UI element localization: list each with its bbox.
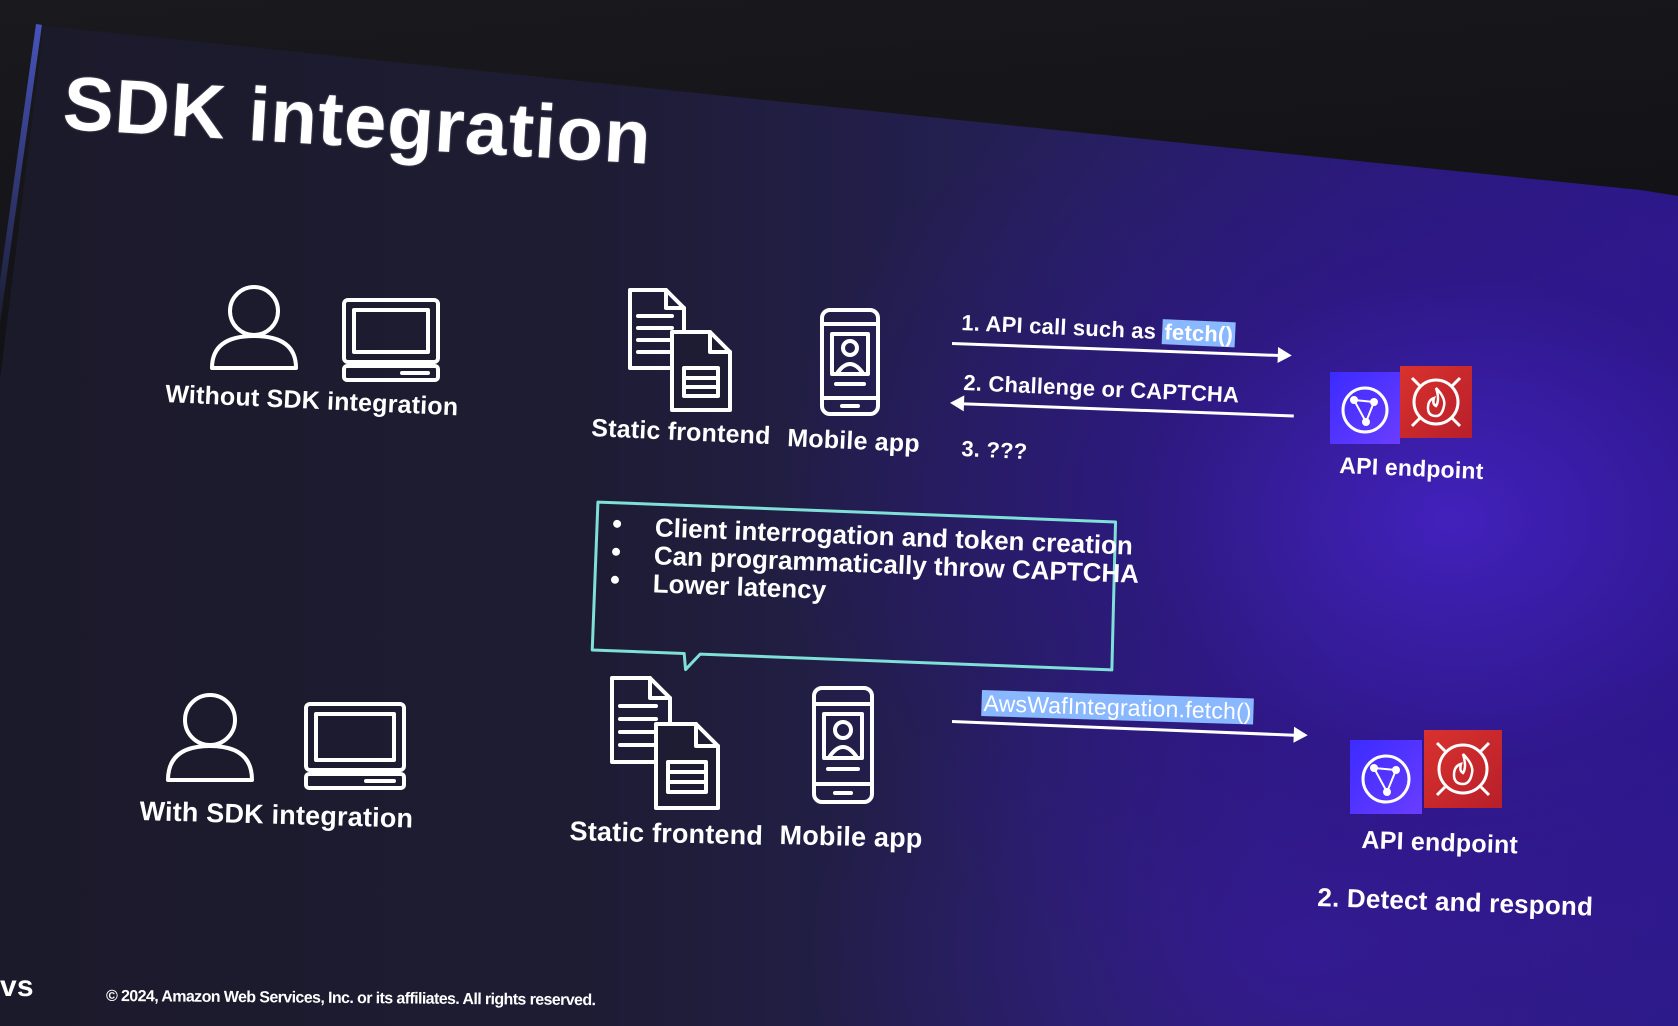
fetch-code: fetch() [1161,319,1236,348]
mobile-phone-icon [810,684,876,808]
aws-logo: vs [0,970,34,1003]
laptop-icon [302,700,410,794]
step3-label: 3. ??? [960,436,1028,464]
cloudfront-icon [1330,372,1400,444]
documents-icon [626,286,738,412]
static-frontend-label: Static frontend [569,816,764,851]
waf-firewall-icon [1400,366,1472,438]
user-icon [164,692,260,786]
user-icon [208,284,304,374]
mobile-app-label: Mobile app [779,820,923,854]
bullet-text: Lower latency [652,568,827,605]
waf-firewall-icon [1424,730,1502,808]
laptop-icon [340,296,444,386]
cloudfront-icon [1350,740,1422,814]
mobile-app-label: Mobile app [786,424,921,458]
mobile-phone-icon [818,306,882,420]
documents-icon [608,674,724,810]
sdk-benefits-callout: Client interrogation and token creation … [590,500,1140,672]
api-endpoint-label: API endpoint [1361,826,1519,860]
